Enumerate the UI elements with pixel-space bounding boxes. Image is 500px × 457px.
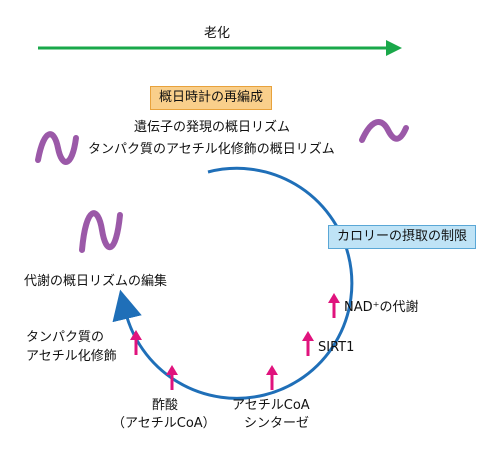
protein-acetylation-rhythm: タンパク質のアセチル化修飾の概日リズム [88,142,335,157]
aging-label: 老化 [204,26,231,41]
acetic-acid-label-2: （アセチルCoA） [112,416,216,431]
nad-metabolism-label: NAD⁺の代謝 [344,300,419,315]
metabolism-rhythm: 代謝の概日リズムの編集 [24,274,168,289]
up-arrow-acetate-icon [166,365,178,390]
up-arrow-sirt1-icon [302,331,314,356]
acs-label-1: アセチルCoA [232,398,310,413]
acetic-acid-label-1: 酢酸 [152,398,179,413]
acs-label-2: シンターゼ [244,416,310,431]
sirt1-label: SIRT1 [318,340,355,355]
up-arrow-acs-icon [266,365,278,390]
aging-arrow [38,40,402,56]
protein-acetylation-label-2: アセチル化修飾 [26,349,117,364]
calorie-restriction-box: カロリーの摂取の制限 [328,225,477,249]
reorganization-box: 概日時計の再編成 [150,86,273,110]
up-arrow-nad-icon [328,293,340,318]
wave-right-icon [359,119,409,143]
protein-acetylation-label-1: タンパク質の [26,330,105,345]
wave-left-icon [35,131,79,165]
gene-expression-rhythm: 遺伝子の発現の概日リズム [134,120,291,135]
wave-large-icon [79,210,123,253]
up-arrow-protein-icon [130,330,142,355]
